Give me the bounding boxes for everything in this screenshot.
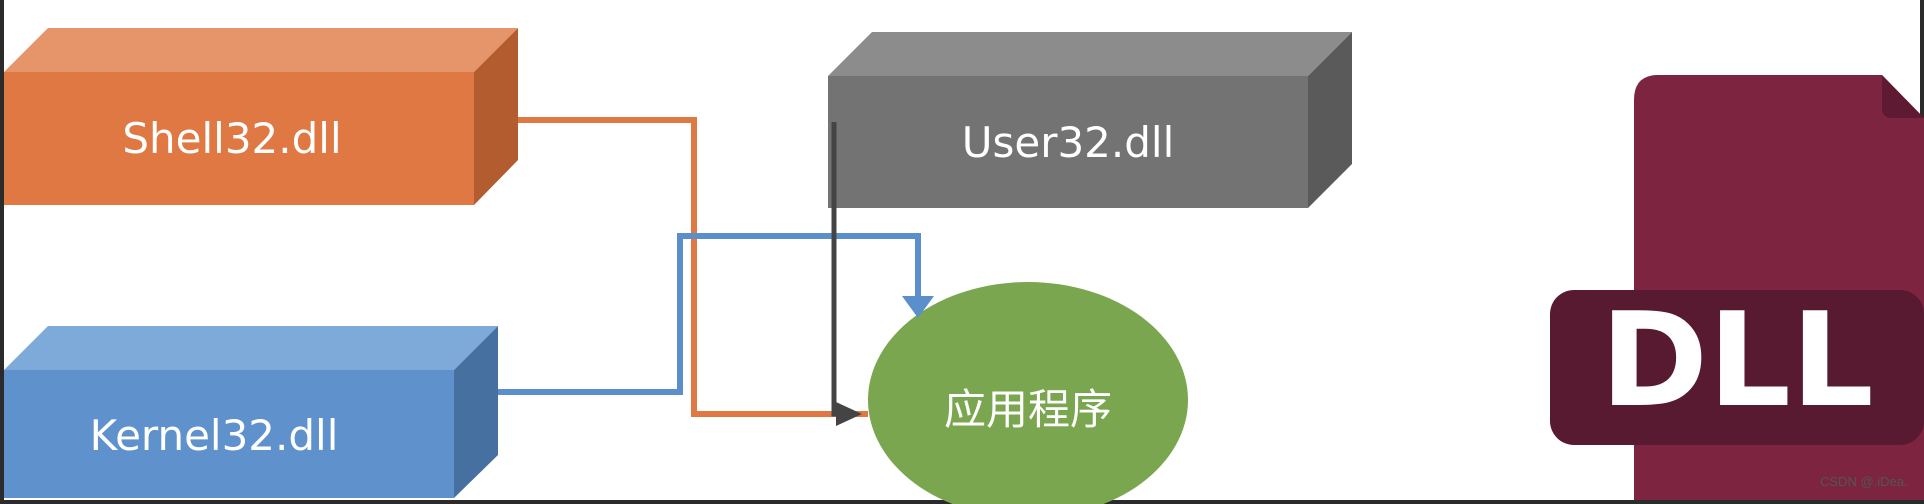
- kernel32-label: Kernel32.dll: [90, 411, 339, 460]
- shell32-box: Shell32.dll: [4, 28, 518, 205]
- user32-arrowhead: [836, 402, 862, 426]
- application-node: 应用程序: [868, 282, 1188, 504]
- kernel32-arrowhead: [902, 296, 934, 318]
- shell32-label: Shell32.dll: [122, 114, 341, 163]
- application-label: 应用程序: [944, 385, 1112, 434]
- dll-file-icon: DLL: [1550, 75, 1924, 500]
- dll-icon-label: DLL: [1600, 284, 1874, 436]
- user32-box: User32.dll: [828, 32, 1352, 208]
- shell32-connector: [518, 117, 868, 417]
- kernel32-box: Kernel32.dll: [4, 326, 498, 498]
- kernel32-connector: [498, 233, 921, 395]
- watermark: CSDN @.iDea.: [1820, 474, 1908, 489]
- user32-label: User32.dll: [962, 118, 1175, 167]
